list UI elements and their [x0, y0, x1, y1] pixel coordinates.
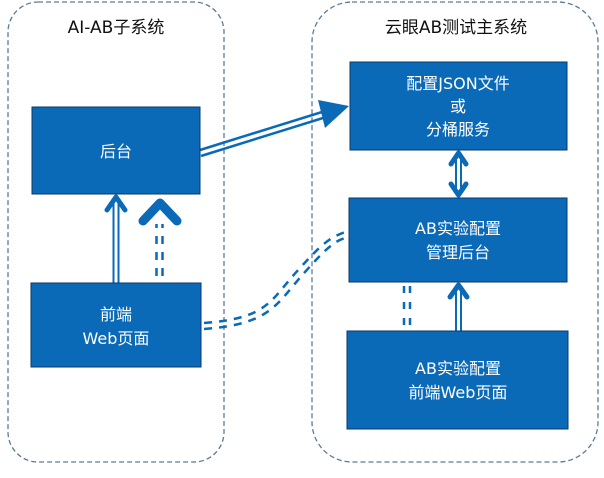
connector-line: [200, 116, 324, 158]
container-ai-ab-subsystem: AI-AB子系统: [7, 1, 225, 463]
box-label-line-1: AB实验配置: [415, 359, 501, 378]
box-shape: [31, 106, 201, 195]
arrowhead-down-icon: [448, 181, 469, 198]
connector-frontend-to-backend-dashed: [138, 198, 182, 276]
box-ab-admin-backend[interactable]: AB实验配置 管理后台: [348, 197, 568, 283]
connectors: [104, 100, 470, 331]
box-backend[interactable]: 后台: [31, 106, 201, 195]
container-title: AI-AB子系统: [68, 18, 165, 38]
connector-line: [203, 229, 350, 325]
connector-config-service-ab-admin-backend: [448, 150, 469, 198]
box-shape: [348, 197, 568, 283]
box-label-line-2: 或: [450, 97, 466, 116]
connector-line: [203, 235, 350, 331]
arrowhead-up-icon: [447, 282, 470, 300]
box-label-line-3: 分桶服务: [426, 120, 490, 139]
box-label-line-1: AB实验配置: [415, 219, 501, 238]
box-label-line-1: 前端: [100, 305, 132, 324]
box-shape: [349, 61, 568, 151]
connector-frontend-to-ab-admin-backend-dashed: [203, 229, 350, 331]
container-yunyan-ab-main-system: 云眼AB测试主系统: [311, 1, 599, 463]
arrowhead-up-icon: [104, 194, 128, 213]
connector-ab-frontend-to-ab-backend-solid: [447, 282, 470, 331]
box-shape: [30, 282, 202, 368]
box-shape: [346, 330, 569, 430]
arrowhead-up-icon: [448, 150, 469, 167]
container-title: 云眼AB测试主系统: [385, 18, 527, 38]
arrowhead-right-icon: [318, 100, 349, 128]
box-ab-admin-frontend[interactable]: AB实验配置 前端Web页面: [346, 330, 569, 430]
box-frontend-web-page[interactable]: 前端 Web页面: [30, 282, 202, 368]
box-label-line-2: Web页面: [83, 329, 150, 348]
container-border: [7, 1, 225, 463]
connector-line: [199, 110, 323, 152]
chevron-up-icon: [138, 198, 182, 226]
box-label-line-2: 管理后台: [426, 243, 490, 262]
container-border: [311, 1, 599, 463]
box-config-service[interactable]: 配置JSON文件 或 分桶服务: [349, 61, 568, 151]
connector-backend-to-config-service: [199, 100, 349, 158]
connector-ab-frontend-to-ab-backend-dashed: [402, 286, 412, 330]
box-label-line-2: 前端Web页面: [409, 383, 508, 402]
box-label-line-1: 配置JSON文件: [406, 74, 509, 93]
box-label: 后台: [100, 142, 132, 161]
connector-frontend-to-backend-solid: [104, 194, 128, 283]
